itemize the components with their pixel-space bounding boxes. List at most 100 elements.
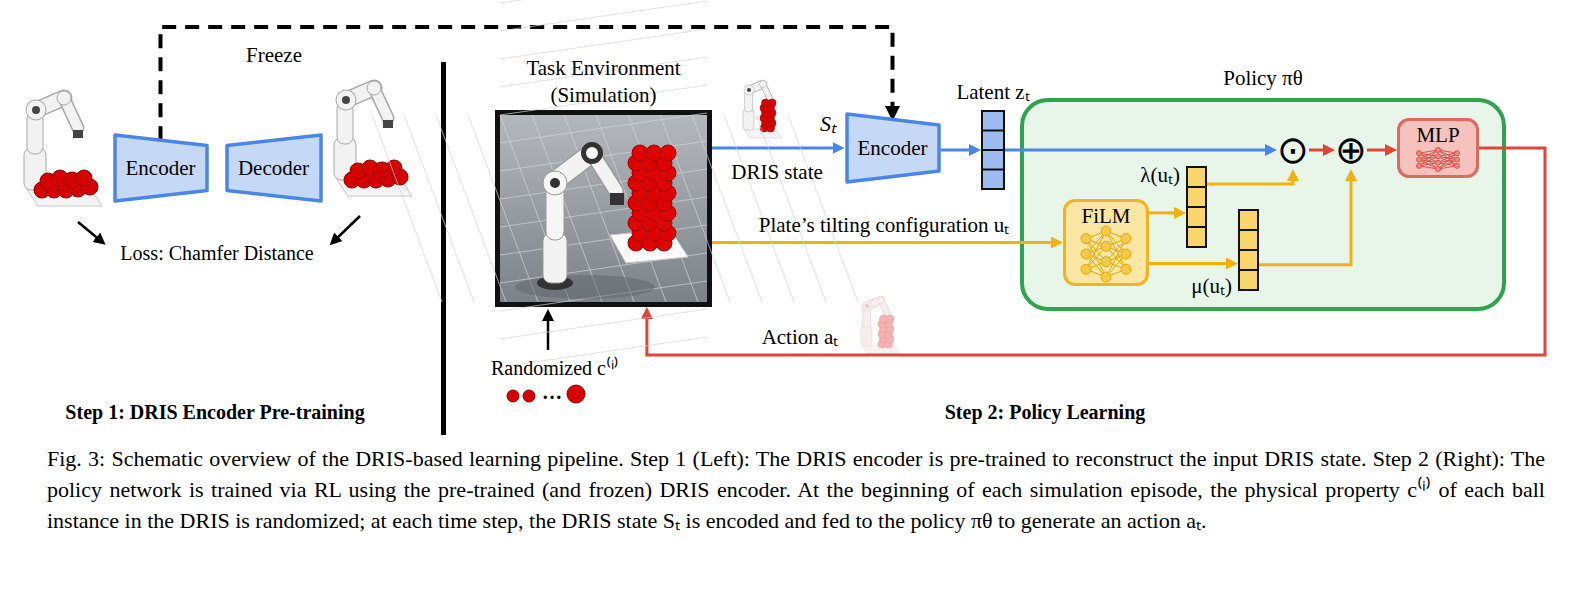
flow-arrow <box>1367 149 1391 152</box>
step-title: Step 2: Policy Learning <box>945 401 1146 424</box>
network-icon <box>1436 160 1441 165</box>
floor-grid <box>404 115 474 302</box>
input-state-icon <box>32 106 40 114</box>
floor-grid <box>436 115 506 302</box>
floor-grid <box>500 113 707 143</box>
floor-grid <box>500 1 707 31</box>
node-label: FiLM <box>1081 204 1130 228</box>
floor-grid <box>660 115 730 302</box>
loss-arrow <box>78 222 101 241</box>
node-label: Encoder <box>858 136 928 160</box>
latent-vector-shape <box>982 130 1004 132</box>
scale-vector-shape <box>1187 226 1206 228</box>
latent-vector-shape <box>982 169 1004 171</box>
edge-label: Plate’s tilting configuration uₜ <box>759 213 1010 237</box>
shift-vector-shape <box>1239 210 1258 290</box>
step-title: Step 1: DRIS Encoder Pre-training <box>65 401 364 424</box>
robot-arm <box>543 171 567 195</box>
network-icon <box>1101 241 1111 251</box>
state-icon <box>743 81 782 139</box>
node-label: ⊕ <box>1335 131 1367 169</box>
decoder-block: Decoder <box>225 133 323 203</box>
node-heading: μ(uₜ) <box>1191 274 1232 298</box>
ball-samples <box>567 385 585 403</box>
reconstructed-state-icon <box>334 81 412 196</box>
loss-arrow <box>334 216 360 241</box>
flow-arrow <box>712 241 1057 244</box>
network-icon <box>1121 249 1131 259</box>
network-icon <box>1081 249 1091 259</box>
input-state-icon <box>73 130 83 138</box>
action-icon <box>878 297 885 304</box>
scale-vector-shape <box>1186 166 1207 248</box>
reconstructed-state-icon <box>367 81 381 95</box>
network-icon <box>1436 167 1441 172</box>
network-icon <box>1081 226 1131 282</box>
floor-grid <box>372 0 858 367</box>
node-heading: Latent zₜ <box>956 80 1029 104</box>
shift-vector: μ(uₜ) <box>1238 209 1259 291</box>
film-block: FiLM <box>1063 199 1149 286</box>
node-heading: Task Environment (Simulation) <box>489 55 719 109</box>
encoder-block: Encoder <box>113 133 209 203</box>
node-label: Decoder <box>238 156 309 180</box>
latent-vector: Latent zₜ <box>981 110 1005 190</box>
floor-grid <box>500 309 707 339</box>
floor-grid <box>532 115 602 302</box>
scale-vector-shape <box>1187 167 1206 247</box>
scale-vector-shape <box>1187 186 1206 188</box>
flow-arrow <box>1149 211 1180 214</box>
ball-samples <box>523 390 535 402</box>
edge-label: Action aₜ <box>762 325 839 349</box>
encoder-block-shape <box>847 114 939 182</box>
policy-box-shape <box>1022 100 1504 309</box>
flow-arrow <box>1149 262 1232 265</box>
node-label: Encoder <box>126 156 196 180</box>
shift-vector-shape <box>1239 269 1258 271</box>
floor-grid <box>500 29 707 59</box>
decoder-block-shape <box>227 135 321 201</box>
simulation-panel: Task Environment (Simulation) <box>495 110 712 307</box>
flow-arrow <box>941 149 976 152</box>
action-icon <box>862 301 872 311</box>
input-state-icon <box>24 91 102 206</box>
state-icon <box>768 99 776 107</box>
action-icon <box>886 315 894 323</box>
randomization-label: Randomized c⁽ⁱ⁾ <box>491 357 619 380</box>
floor-grid <box>596 115 666 302</box>
shift-vector-shape <box>1239 229 1258 231</box>
add-operator: ⊕ <box>1335 131 1367 169</box>
figure-caption: Fig. 3: Schematic overview of the DRIS-b… <box>47 443 1545 536</box>
action-icon <box>861 297 900 355</box>
separator-bar <box>441 62 446 435</box>
network-icon <box>1101 272 1111 282</box>
floor-grid <box>500 115 570 302</box>
edge-label: DRIS state <box>731 160 823 184</box>
floor-grid <box>372 115 442 302</box>
latent-vector-shape <box>982 149 1004 151</box>
reconstructed-state-icon <box>336 90 356 110</box>
action-icon <box>865 304 869 308</box>
flow-arrow <box>712 147 839 150</box>
robot-arm <box>586 147 598 159</box>
robot-arm <box>515 142 655 299</box>
latent-vector-shape <box>982 111 1004 189</box>
floor-grid <box>564 115 634 302</box>
policy-box: FiLMλ(uₜ)μ(uₜ)⊙⊕MLPPolicy πθ <box>1020 98 1506 311</box>
network-icon <box>1081 264 1091 274</box>
ball-column <box>628 145 676 251</box>
network-icon <box>1436 154 1441 159</box>
reconstructed-state-icon <box>383 120 393 128</box>
latent-vector-shape <box>981 110 1005 190</box>
shift-vector-shape <box>1238 209 1259 291</box>
node-label: MLP <box>1416 123 1459 147</box>
robot-arm <box>610 193 624 205</box>
encoder-block: Encoder <box>845 112 941 184</box>
shift-vector-shape <box>1239 249 1258 251</box>
network-icon <box>1455 163 1460 168</box>
floor-grid <box>500 197 707 227</box>
node-heading: Policy πθ <box>1223 66 1303 90</box>
encoder-block-shape <box>115 135 207 201</box>
input-state-icon <box>26 100 46 120</box>
